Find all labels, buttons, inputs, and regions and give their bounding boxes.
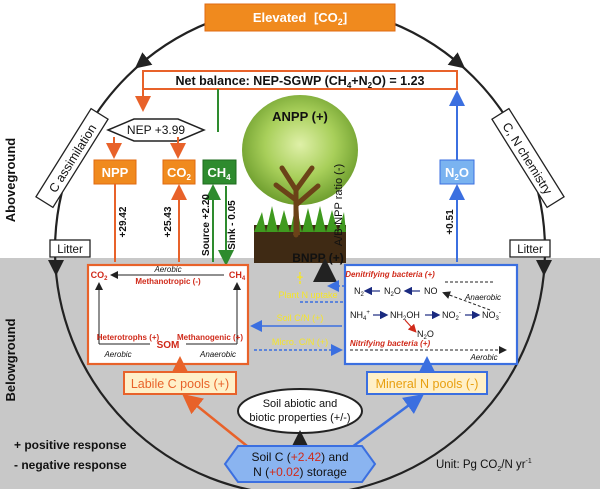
svg-text:Soil C (+2.42) and: Soil C (+2.42) and (251, 450, 348, 464)
storage-to-mineral-arrow (347, 394, 425, 452)
npp-box: NPP (93, 159, 137, 185)
ch4-box: CH4 (202, 159, 237, 185)
aboveground-label: Aboveground (3, 138, 18, 223)
svg-text:Heterotrophs (+): Heterotrophs (+) (97, 333, 160, 342)
svg-text:Elevated [CO2]: Elevated [CO2] (253, 10, 347, 27)
svg-text:NPP: NPP (102, 165, 129, 180)
svg-text:CO2: CO2 (91, 270, 109, 282)
svg-text:NO3-: NO3- (482, 310, 501, 322)
cn-chemistry-box: C, N chemistry (491, 107, 565, 209)
svg-text:Aerobic: Aerobic (153, 265, 181, 274)
anpp-label: ANPP (+) (272, 109, 328, 124)
svg-text:C, N chemistry: C, N chemistry (500, 120, 556, 198)
soil-properties-ellipse: Soil abiotic and biotic properties (+/-) (237, 388, 363, 434)
svg-text:Methanogenic (+): Methanogenic (+) (177, 333, 243, 342)
circle-arrow-left (134, 52, 153, 69)
svg-text:SOM: SOM (157, 340, 180, 351)
svg-text:Plant N uptake: Plant N uptake (278, 290, 337, 300)
svg-text:Mineral N pools (-): Mineral N pools (-) (376, 377, 479, 391)
svg-text:Micro. C/N (+): Micro. C/N (+) (272, 337, 328, 347)
svg-text:N2: N2 (354, 286, 365, 298)
co2-flux-label: +25.43 (163, 206, 174, 237)
svg-text:NO: NO (424, 286, 438, 296)
svg-text:N2O: N2O (384, 286, 401, 298)
svg-text:Soil abiotic and: Soil abiotic and (263, 398, 338, 410)
belowground-label: Belowground (3, 318, 18, 401)
svg-text:Denitrifying bacteria (+): Denitrifying bacteria (+) (345, 270, 435, 279)
svg-text:Anaerobic: Anaerobic (464, 293, 501, 302)
elevated-co2-box: Elevated [CO2] (204, 3, 396, 32)
svg-text:CH4: CH4 (207, 165, 231, 182)
litter-left-box: Litter (49, 239, 91, 258)
labile-c-pools-box: Labile C pools (+) (123, 356, 237, 395)
c-assimilation-box: C assimilation (35, 107, 109, 209)
co2-box: CO2 (162, 159, 196, 185)
svg-text:N2O: N2O (417, 329, 434, 341)
bnpp-label: BNPP (+) (292, 251, 343, 265)
net-balance-box: Net balance: NEP-SGWP (CH4+N2O) = 1.23 (142, 70, 458, 90)
svg-text:Soil C/N (+): Soil C/N (+) (277, 313, 324, 323)
svg-text:Net balance: NEP-SGWP (CH4+N2O: Net balance: NEP-SGWP (CH4+N2O) = 1.23 (175, 74, 424, 90)
nep-diamond: NEP +3.99 (106, 118, 206, 142)
svg-text:NO2-: NO2- (442, 310, 461, 322)
ch4-sink-label: Sink - 0.05 (227, 200, 238, 250)
legend-negative: - negative response (14, 458, 127, 472)
n2o-flux-label: +0.51 (445, 209, 456, 235)
svg-text:CO2: CO2 (167, 165, 192, 182)
svg-text:N2O: N2O (445, 165, 469, 182)
storage-to-labile-arrow (182, 393, 253, 451)
svg-text:Litter: Litter (517, 244, 543, 256)
svg-text:Aerobic: Aerobic (103, 350, 131, 359)
svg-text:NH2OH: NH2OH (390, 310, 420, 322)
n2o-box: N2O (439, 159, 475, 185)
carbon-process-box: CO2 CH4 Aerobic Methanotropic (-) Hetero… (86, 263, 250, 366)
svg-text:C assimilation: C assimilation (46, 122, 99, 195)
mineral-n-pools-box: Mineral N pools (-) (366, 356, 488, 395)
middle-links: + Plant N uptake Soil C/N (+) Micro. C/N… (250, 272, 346, 356)
svg-text:biotic properties (+/-): biotic properties (+/-) (249, 412, 350, 424)
npp-flux-label: +29.42 (118, 206, 129, 237)
circle-arrow-right (447, 52, 466, 69)
svg-text:N (+0.02) storage: N (+0.02) storage (253, 465, 347, 479)
tree-illustration (242, 95, 358, 263)
svg-text:CH4: CH4 (229, 270, 246, 282)
litter-right-box: Litter (509, 239, 551, 258)
ab-npp-label: A/B-NPP ratio (-) (333, 164, 345, 246)
svg-text:Nitrifying bacteria (+): Nitrifying bacteria (+) (350, 339, 431, 348)
nitrogen-process-box: Denitrifying bacteria (+) N2 N2O NO Anae… (343, 263, 519, 366)
svg-text:Aerobic: Aerobic (469, 353, 497, 362)
svg-text:NH4+: NH4+ (350, 310, 370, 322)
svg-text:Labile C pools (+): Labile C pools (+) (131, 377, 229, 391)
soil-storage-hexagon: Soil C (+2.42) and N (+0.02) storage (223, 445, 377, 483)
unit-label: Unit: Pg CO2/N yr-1 (436, 458, 532, 473)
ch4-source-label: Source +2.20 (201, 194, 212, 256)
svg-text:Methanotropic (-): Methanotropic (-) (135, 277, 201, 286)
svg-text:Litter: Litter (57, 244, 83, 256)
legend-positive: + positive response (14, 438, 127, 452)
svg-text:Anaerobic: Anaerobic (199, 350, 236, 359)
svg-text:NEP +3.99: NEP +3.99 (127, 123, 185, 137)
